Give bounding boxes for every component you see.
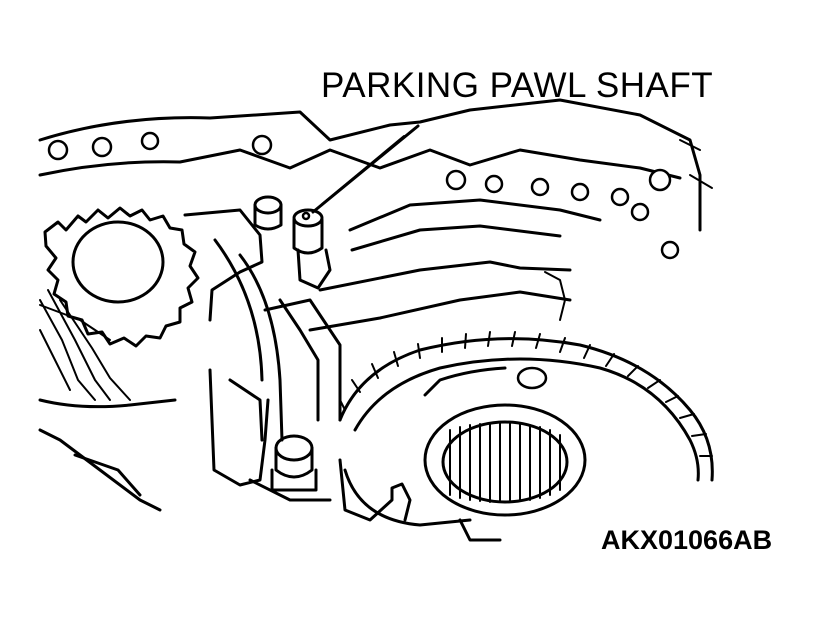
case-housing (38, 98, 713, 512)
flange-bolt-holes (47, 131, 680, 260)
left-spur-gear (39, 206, 200, 401)
output-hub (343, 366, 587, 542)
callout-label-parking-pawl-shaft: PARKING PAWL SHAFT (321, 66, 714, 105)
callout-leader-line (311, 124, 420, 214)
park-ring-gear (338, 331, 714, 482)
parking-pawl-shaft (292, 208, 332, 290)
bracket-bolt-lower (270, 434, 318, 492)
figure-code: AKX01066AB (601, 525, 773, 555)
case-boss-lower (248, 458, 412, 522)
parking-pawl-bracket (183, 198, 602, 487)
bracket-bolt-upper (253, 195, 283, 231)
